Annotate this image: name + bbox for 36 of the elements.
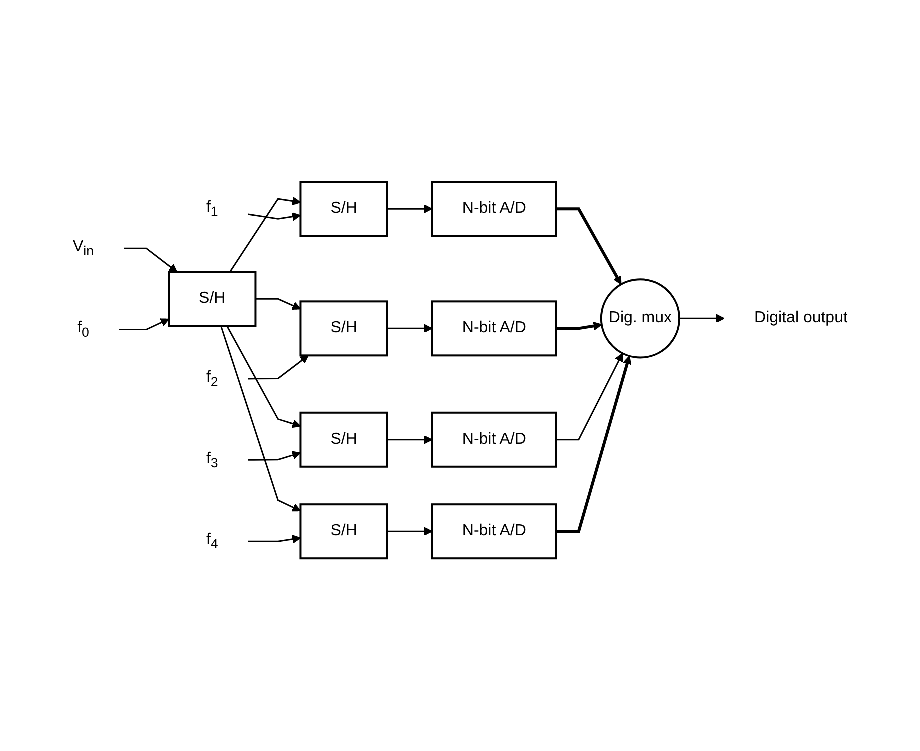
arrow	[220, 326, 301, 512]
arrow	[556, 353, 623, 441]
node-circle	[600, 278, 680, 359]
arrow	[248, 451, 301, 462]
arrow	[229, 197, 301, 273]
arrow	[226, 326, 301, 428]
arrow	[679, 314, 724, 324]
node-box	[430, 412, 557, 468]
node-text: f$_{0}$	[77, 320, 89, 340]
node-text: f$_{2}$	[206, 369, 218, 390]
node-text: f$_{1}$	[206, 199, 218, 220]
node-box	[430, 300, 557, 357]
node-box	[299, 504, 388, 560]
node-box	[430, 181, 557, 238]
arrow	[556, 322, 602, 331]
arrow	[119, 318, 169, 331]
arrow	[248, 212, 301, 222]
node-text: Digital output	[754, 310, 848, 327]
arrow	[255, 298, 301, 310]
arrow	[386, 527, 432, 536]
arrow	[124, 248, 178, 273]
arrow	[386, 204, 432, 214]
arrow	[386, 324, 432, 334]
node-box	[299, 181, 388, 238]
arrow	[386, 436, 432, 444]
node-box	[299, 412, 388, 468]
node-box	[430, 504, 557, 560]
arrow	[556, 356, 632, 534]
node-text: V$_{in}$	[72, 238, 94, 259]
node-box	[168, 271, 256, 328]
arrow	[556, 208, 622, 286]
node-text: f$_{4}$	[206, 532, 218, 552]
node-text: f$_{3}$	[206, 450, 218, 471]
arrow	[248, 535, 301, 544]
node-box	[299, 300, 388, 357]
arrow	[248, 355, 308, 380]
